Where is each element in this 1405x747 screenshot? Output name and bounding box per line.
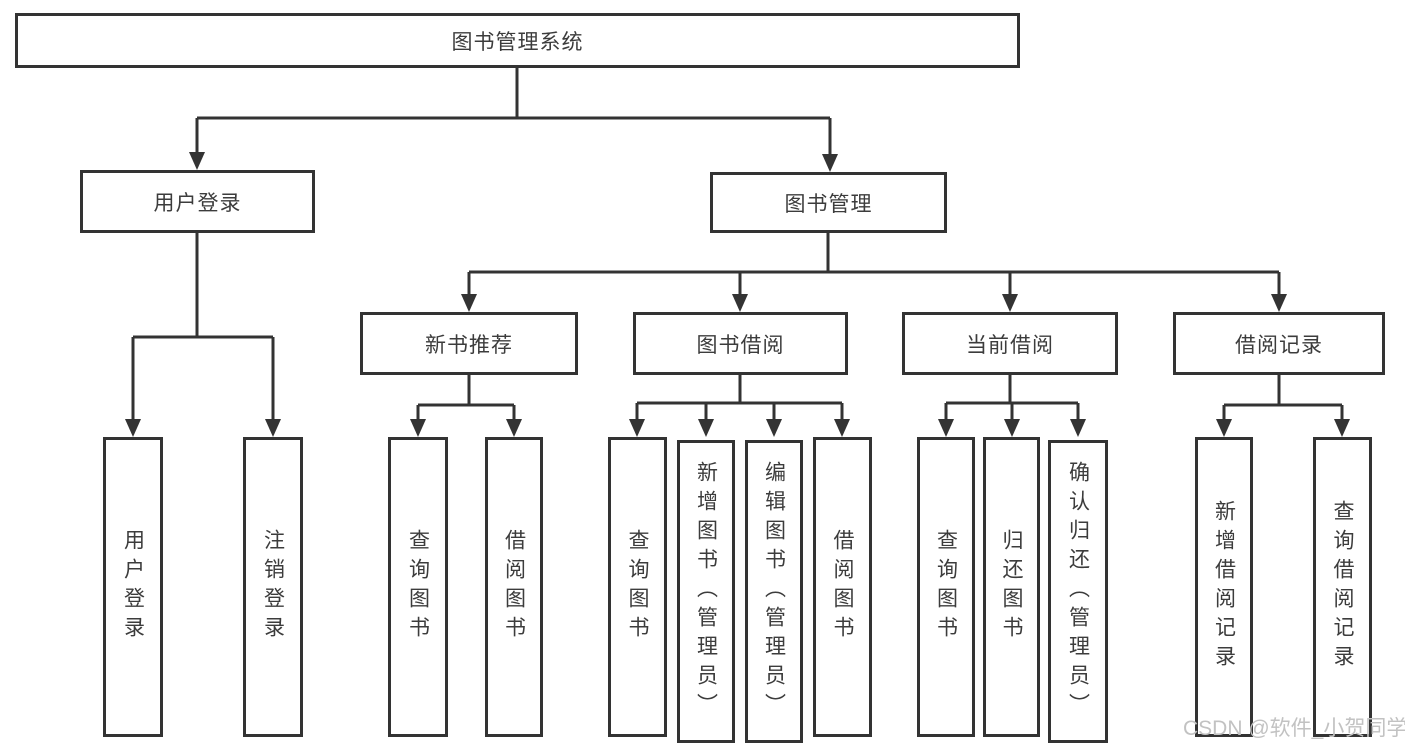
node-label: 用户登录 [153, 191, 242, 215]
node-current-borrowing: 当前借阅 [902, 312, 1118, 375]
leaf-return-books: 归还图书 [983, 437, 1040, 737]
arrowhead-icon [938, 419, 954, 437]
node-label: 查询借阅记录 [1331, 500, 1354, 674]
node-label: 查询图书 [626, 529, 649, 645]
leaf-user-login: 用户登录 [103, 437, 163, 737]
node-label: 新书推荐 [425, 333, 513, 357]
arrowhead-icon [265, 419, 281, 437]
leaf-query-borrow-record: 查询借阅记录 [1313, 437, 1372, 737]
arrowhead-icon [732, 294, 748, 312]
csdn-watermark: CSDN @软件_小贺同学 [1183, 717, 1405, 740]
arrowhead-icon [1271, 294, 1287, 312]
arrowhead-icon [1334, 419, 1350, 437]
node-label: 图书管理 [784, 192, 873, 216]
node-label: 借阅图书 [502, 529, 526, 645]
node-label: 借阅图书 [831, 529, 854, 645]
arrowhead-icon [410, 419, 426, 437]
node-label: 查询图书 [406, 529, 430, 645]
node-label: 新增图书（管理员） [694, 461, 718, 722]
node-label: 归还图书 [1000, 529, 1023, 645]
connector-line [944, 375, 1080, 423]
leaf-logout: 注销登录 [243, 437, 303, 737]
arrowhead-icon [506, 419, 522, 437]
arrowhead-icon [1004, 419, 1020, 437]
node-book-management: 图书管理 [710, 172, 947, 233]
arrowhead-icon [766, 419, 782, 437]
arrowhead-icon [698, 419, 714, 437]
node-label: 借阅记录 [1235, 333, 1323, 357]
node-book-borrowing: 图书借阅 [633, 312, 848, 375]
arrowhead-icon [1216, 419, 1232, 437]
node-label: 用户登录 [121, 529, 145, 645]
leaf-query-books-recommend: 查询图书 [388, 437, 448, 737]
node-label: 图书管理系统 [451, 30, 584, 54]
connector-line [1222, 375, 1344, 423]
arrowhead-icon [629, 419, 645, 437]
leaf-edit-books-admin: 编辑图书（管理员） [745, 440, 803, 743]
leaf-add-books-admin: 新增图书（管理员） [677, 440, 735, 743]
node-user-login: 用户登录 [80, 170, 315, 233]
node-label: 当前借阅 [966, 333, 1054, 357]
leaf-add-borrow-record: 新增借阅记录 [1195, 437, 1253, 737]
arrowhead-icon [189, 152, 205, 170]
node-label: 确认归还（管理员） [1066, 461, 1090, 722]
arrowhead-icon [834, 419, 850, 437]
connector-line [195, 68, 832, 158]
node-label: 查询图书 [934, 529, 958, 645]
node-label: 编辑图书（管理员） [762, 461, 786, 722]
arrowhead-icon [125, 419, 141, 437]
connector-line [416, 375, 516, 423]
node-label: 注销登录 [261, 529, 285, 645]
leaf-borrow-books-recommend: 借阅图书 [485, 437, 543, 737]
arrowhead-icon [1070, 419, 1086, 437]
node-label: 新增借阅记录 [1212, 500, 1236, 674]
arrowhead-icon [822, 154, 838, 172]
node-system-root: 图书管理系统 [15, 13, 1020, 68]
arrowhead-icon [461, 294, 477, 312]
node-new-book-recommend: 新书推荐 [360, 312, 578, 375]
leaf-query-books-current: 查询图书 [917, 437, 975, 737]
leaf-confirm-return-admin: 确认归还（管理员） [1048, 440, 1108, 743]
node-borrow-records: 借阅记录 [1173, 312, 1385, 375]
connector-line [131, 233, 275, 423]
leaf-borrow-books-borrowing: 借阅图书 [813, 437, 872, 737]
connector-line [635, 375, 844, 423]
node-label: 图书借阅 [696, 333, 785, 357]
arrowhead-icon [1002, 294, 1018, 312]
connector-line [467, 233, 1281, 298]
leaf-query-books-borrowing: 查询图书 [608, 437, 667, 737]
